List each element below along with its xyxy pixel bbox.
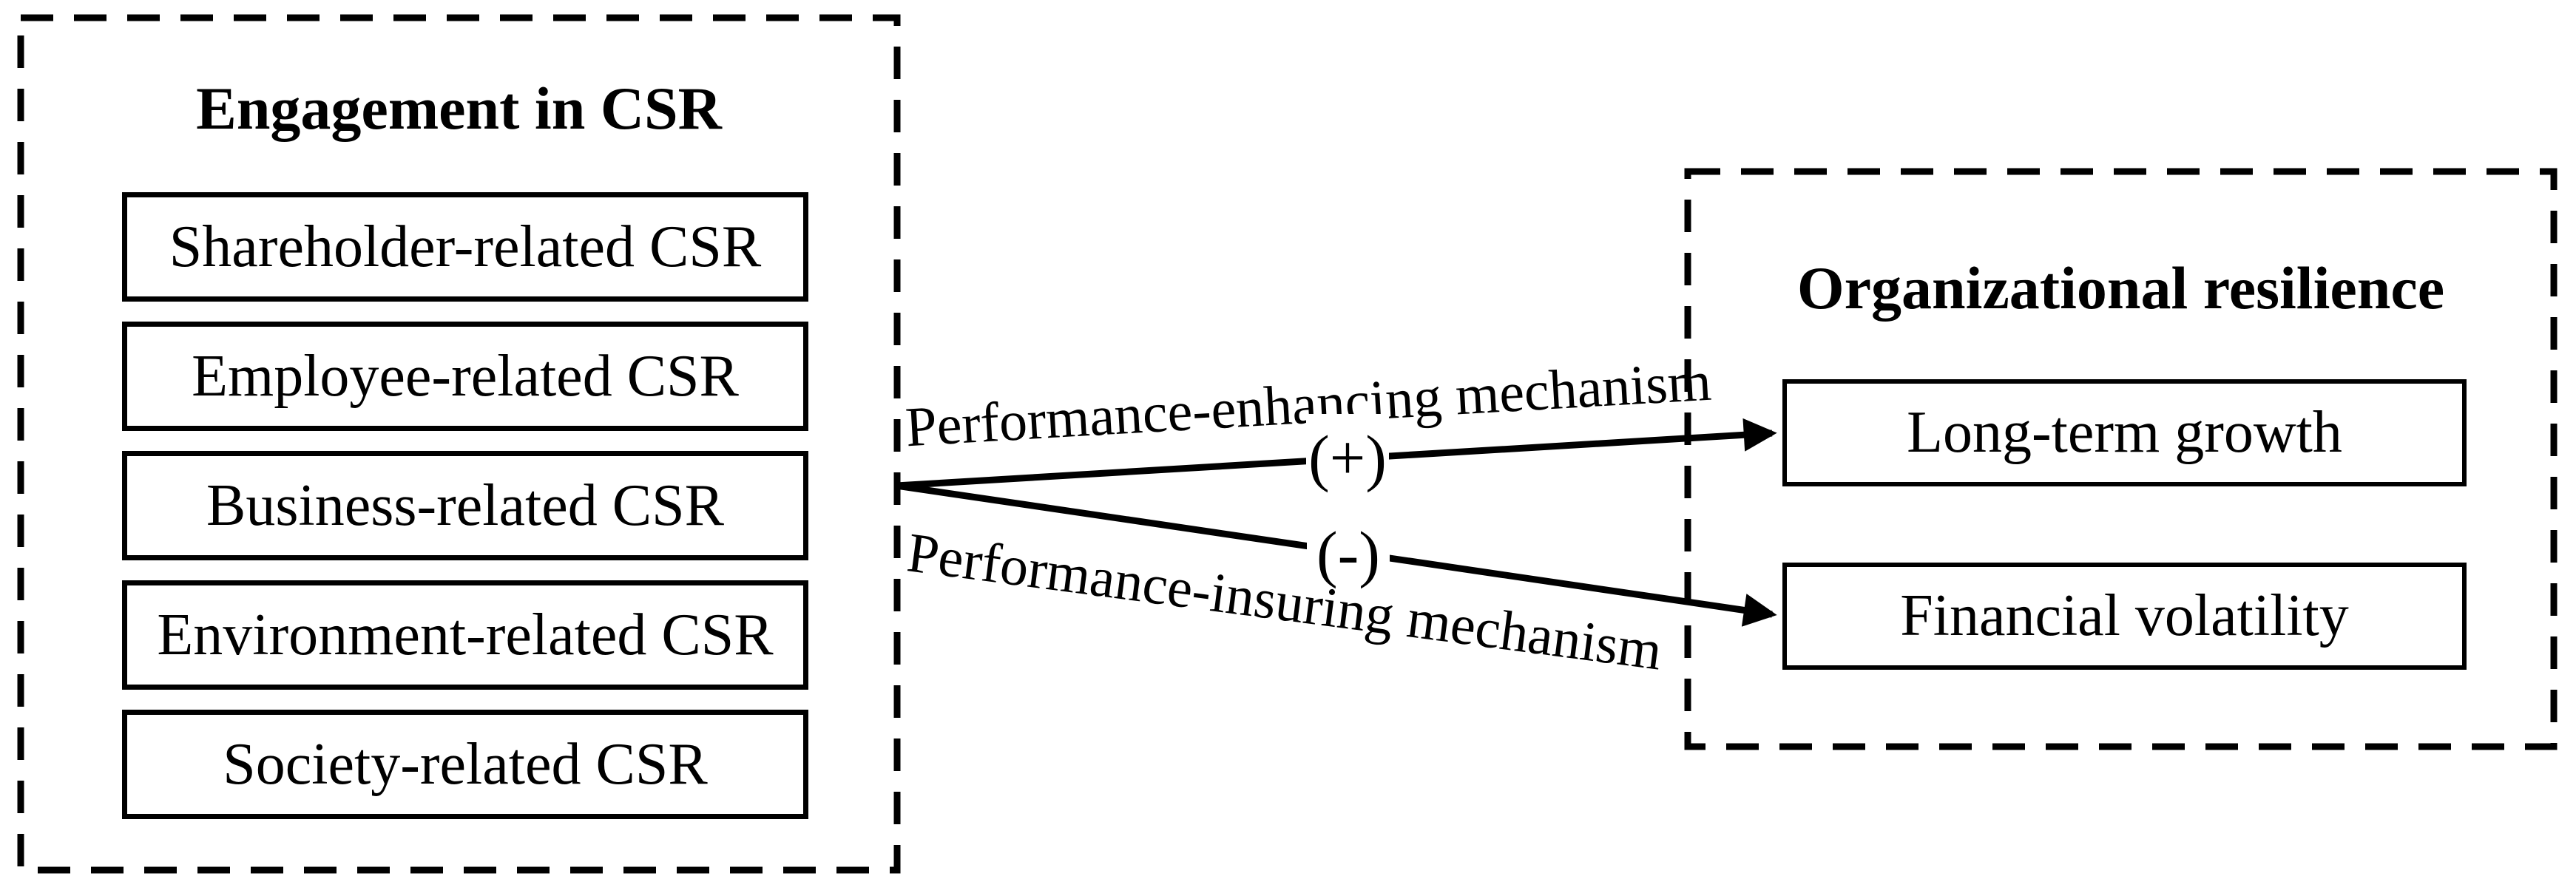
left-panel-title: Engagement in CSR xyxy=(196,75,722,142)
node-employee-csr: Employee-related CSR xyxy=(122,322,808,431)
node-business-csr: Business-related CSR xyxy=(122,451,808,560)
node-shareholder-csr: Shareholder-related CSR xyxy=(122,192,808,302)
node-environment-csr: Environment-related CSR xyxy=(122,580,808,690)
left-panel-dashed-border xyxy=(17,14,901,874)
node-society-csr: Society-related CSR xyxy=(122,710,808,819)
enhancing-sign-positive: (+) xyxy=(1306,414,1389,503)
right-panel-dashed-border xyxy=(1684,168,2558,750)
node-long-term-growth: Long-term growth xyxy=(1782,379,2467,486)
insuring-sign-negative: (-) xyxy=(1307,510,1390,599)
right-panel-title: Organizational resilience xyxy=(1796,254,2445,322)
node-financial-volatility: Financial volatility xyxy=(1782,563,2467,670)
